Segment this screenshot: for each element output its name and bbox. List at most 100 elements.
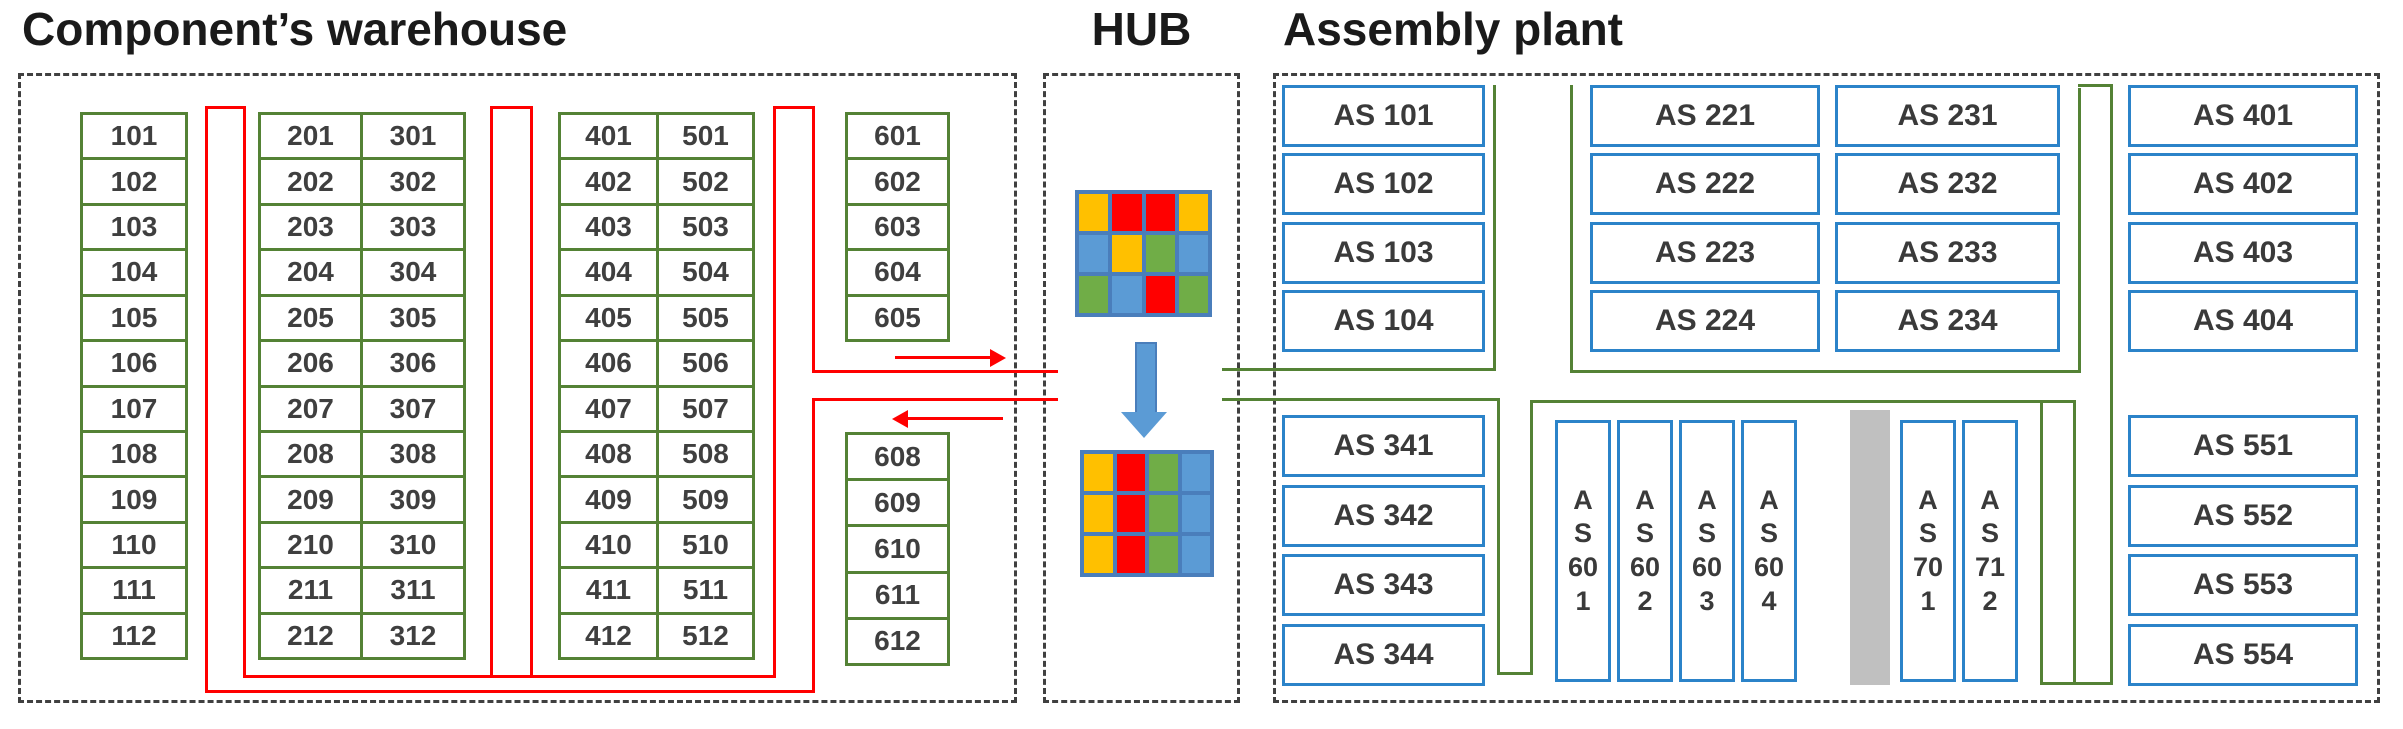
hub-color-cell-blue: [1176, 233, 1210, 274]
warehouse-cell: 602: [848, 157, 947, 202]
hub-color-cell-yellow: [1082, 493, 1115, 534]
green-route-segment: [1497, 672, 1533, 675]
warehouse-cell: 103: [83, 202, 185, 248]
warehouse-cell: 612: [848, 616, 947, 663]
assembly-station: AS 221: [1590, 85, 1820, 147]
assembly-station: AS 342: [1282, 484, 1485, 547]
assembly-station: AS 223: [1590, 221, 1820, 284]
warehouse-cell: 306: [363, 339, 463, 384]
hub-color-cell-yellow: [1176, 192, 1210, 233]
warehouse-cell: 502: [659, 157, 752, 202]
hub-color-cell-red: [1114, 493, 1147, 534]
hub-color-cell-green: [1147, 452, 1180, 493]
red-route-segment: [243, 106, 246, 678]
assembly-station: AS 404: [2128, 289, 2358, 352]
warehouse-cell: 412: [561, 611, 656, 657]
red-route-segment: [812, 106, 815, 373]
warehouse-cell: 411: [561, 566, 656, 611]
green-route-segment: [1497, 398, 1500, 675]
hub-color-cell-green: [1176, 274, 1210, 315]
green-route-segment: [1222, 368, 1493, 371]
assembly-station-as601: A S 60 1: [1555, 420, 1611, 682]
assembly-station-as602: A S 60 2: [1617, 420, 1673, 682]
assembly-station: AS 104: [1282, 289, 1485, 352]
hub-color-cell-blue: [1179, 493, 1212, 534]
warehouse-cell: 112: [83, 611, 185, 657]
hub-grid-row: [1082, 452, 1212, 493]
warehouse-cell: 406: [561, 339, 656, 384]
warehouse-cell: 603: [848, 202, 947, 248]
hub-output-grid: [1080, 450, 1214, 577]
warehouse-cell: 405: [561, 293, 656, 339]
warehouse-cell: 504: [659, 248, 752, 293]
hub-color-cell-blue: [1179, 534, 1212, 575]
hub-grid-row: [1077, 192, 1210, 233]
warehouse-cell: 105: [83, 293, 185, 339]
warehouse-cell: 610: [848, 524, 947, 570]
assembly-station: AS 341: [1282, 415, 1485, 477]
green-route-segment: [1570, 85, 1573, 373]
green-route-segment: [2110, 84, 2113, 685]
warehouse-cell: 310: [363, 520, 463, 566]
warehouse-cell: 203: [261, 202, 360, 248]
hub-color-cell-red: [1143, 192, 1177, 233]
green-route-segment: [2040, 682, 2113, 685]
hub-color-cell-yellow: [1082, 452, 1115, 493]
plant-title: Assembly plant: [1283, 3, 1623, 55]
warehouse-cell: 611: [848, 570, 947, 617]
hub-grid-row: [1082, 493, 1212, 534]
warehouse-cell: 201: [287, 120, 334, 152]
hub-grid-row: [1077, 233, 1210, 274]
warehouse-cell: 407: [561, 384, 656, 430]
assembly-station-as603: A S 60 3: [1679, 420, 1735, 682]
assembly-station: AS 551: [2128, 415, 2358, 477]
down-arrow-icon: [1135, 342, 1157, 416]
warehouse-cell: 110: [83, 520, 185, 566]
warehouse-cell: 309: [363, 475, 463, 520]
warehouse-cell: 205: [261, 293, 360, 339]
warehouse-cell: 106: [83, 339, 185, 384]
green-route-segment: [1530, 400, 2076, 403]
assembly-station: AS 232: [1835, 153, 2060, 216]
warehouse-title: Component’s warehouse: [22, 3, 568, 55]
assembly-station: AS 552: [2128, 484, 2358, 547]
warehouse-cell: 101: [110, 120, 158, 152]
hub-color-cell-blue: [1077, 233, 1111, 274]
assembly-station-as712: A S 71 2: [1962, 420, 2018, 682]
hub-color-cell-red: [1110, 192, 1144, 233]
warehouse-cell: 409: [561, 475, 656, 520]
red-route-segment: [490, 106, 493, 678]
plant-zone-border: [1273, 73, 2380, 703]
hub-color-cell-red: [1143, 274, 1177, 315]
warehouse-cell: 207: [261, 384, 360, 430]
assembly-station: AS 553: [2128, 554, 2358, 617]
red-route-arch-1: [205, 106, 246, 109]
green-route-segment: [2040, 400, 2043, 685]
left-arrow-icon: [892, 410, 908, 428]
warehouse-cell: 312: [363, 611, 463, 657]
red-route-segment: [205, 106, 208, 693]
red-route-bottom-inner: [243, 675, 776, 678]
warehouse-cell: 109: [83, 475, 185, 520]
assembly-station: AS 102: [1282, 153, 1485, 216]
assembly-station: AS 344: [1282, 623, 1485, 686]
assembly-station: AS 234: [1835, 289, 2060, 352]
warehouse-cell: 308: [363, 429, 463, 475]
warehouse-cell: 108: [83, 429, 185, 475]
assembly-station: AS 103: [1282, 221, 1485, 284]
warehouse-cell: 408: [561, 429, 656, 475]
assembly-station: AS 101: [1282, 85, 1485, 147]
warehouse-cell: 204: [261, 248, 360, 293]
hub-color-cell-red: [1114, 452, 1147, 493]
assembly-station: AS 402: [2128, 153, 2358, 216]
warehouse-cell: 107: [83, 384, 185, 430]
warehouse-cell: 302: [363, 157, 463, 202]
warehouse-cell: 111: [83, 566, 185, 611]
warehouse-cell: 402: [561, 157, 656, 202]
